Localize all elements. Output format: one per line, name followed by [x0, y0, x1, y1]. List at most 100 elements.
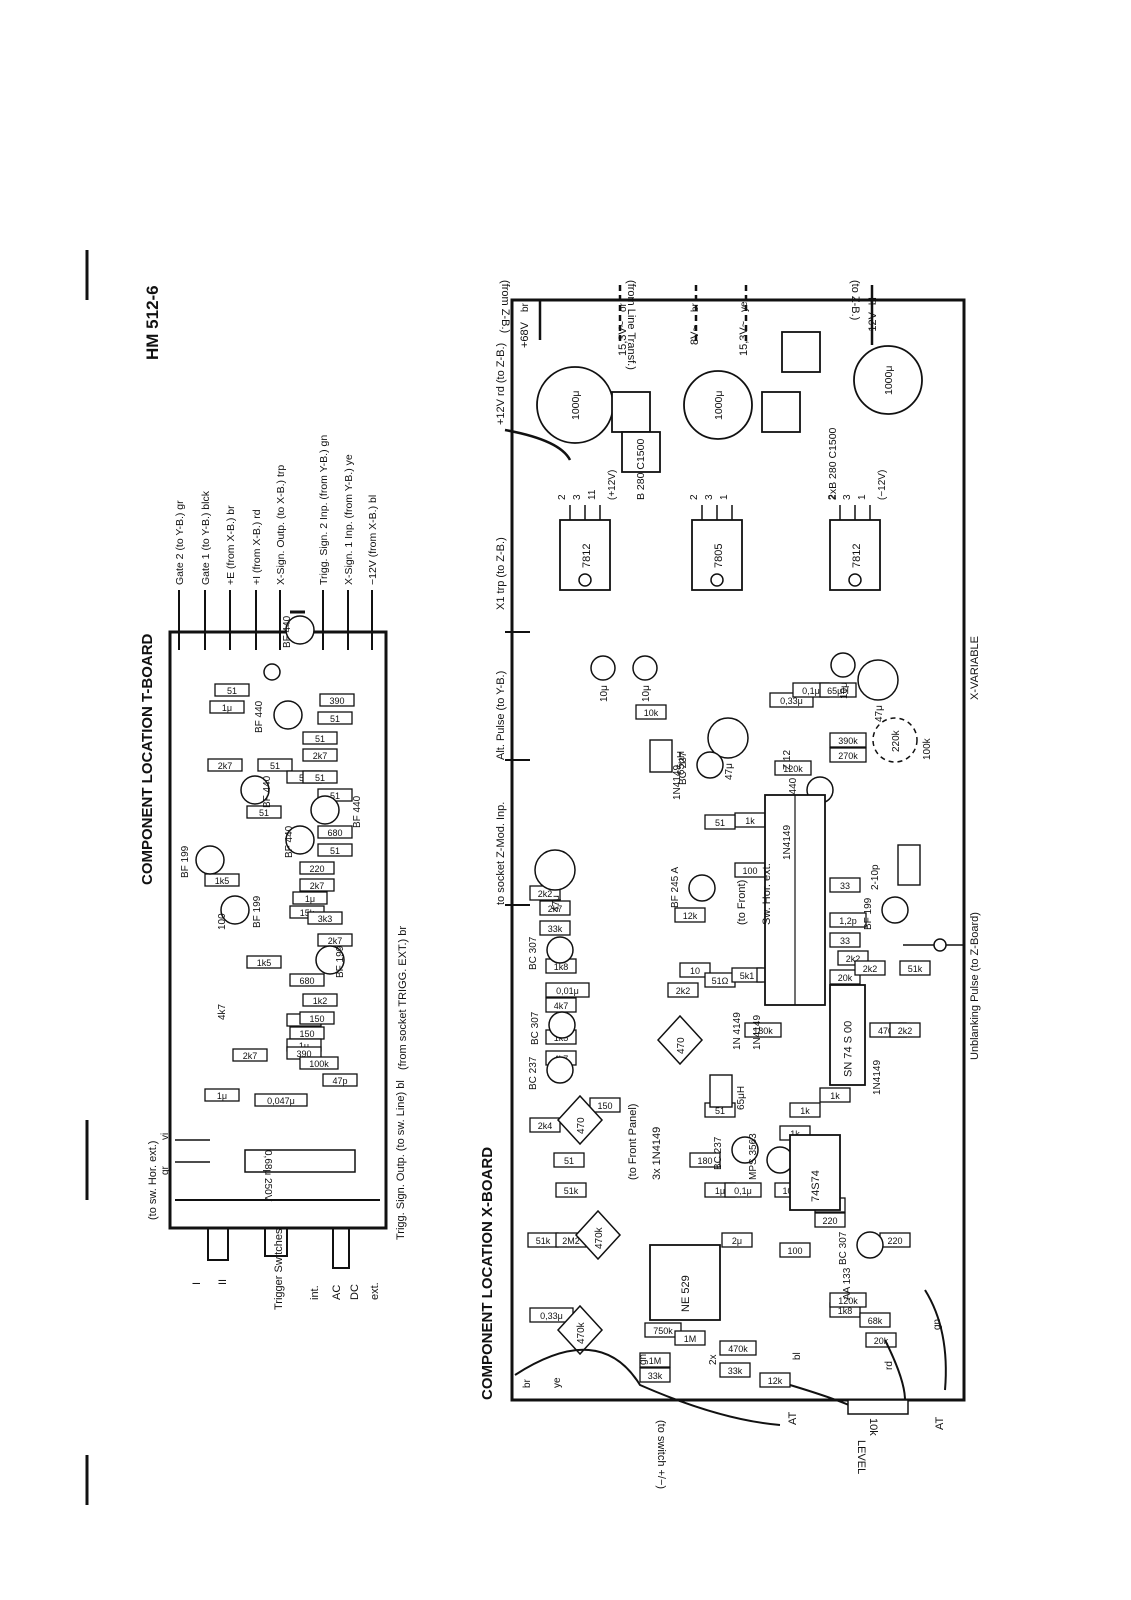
x-board-component: [545, 982, 590, 998]
x-board-edge-labels: (from Z-B.) (from Line Transf.) (to Z-B.…: [499, 280, 879, 370]
cap-068-label: 0,68μ 250V: [262, 1150, 273, 1202]
trim-pot: [556, 1094, 604, 1146]
large-cap-label: 1000μ: [883, 366, 895, 395]
x-board-component-label: 0,33μ: [780, 696, 803, 706]
x-board-component: [529, 1117, 561, 1133]
t-board-resistor-label: 390: [296, 1049, 311, 1059]
gn-label-2: gn: [932, 1319, 943, 1330]
or-label: or: [618, 302, 629, 312]
t-board-wire-label: Gate 1 (to Y-B.) blck: [200, 490, 212, 585]
x-board-component-label: 12k: [768, 1376, 783, 1386]
t-board-wire-label: X-Sign. Outp. (to X-B.) trp: [275, 465, 287, 585]
x-board-component-label: 750k: [653, 1326, 673, 1336]
x-board-component-label: 33k: [728, 1366, 743, 1376]
x-board-component: [829, 1292, 867, 1308]
diode-label: 1N 4149: [732, 1012, 743, 1050]
x-board-component-label: 51k: [908, 964, 923, 974]
trimmer-cap: [897, 844, 921, 886]
t-board-resistor: [232, 1048, 268, 1062]
regulator-note: (+12V): [607, 470, 618, 500]
x-board-component: [759, 1372, 791, 1388]
cap-label: 10μ: [839, 682, 850, 699]
alt-pulse-label: Alt. Pulse (to Y-B.): [495, 671, 507, 760]
t-board-transistor-label: BF 440: [254, 700, 265, 733]
x-variable-label: X-VARIABLE: [969, 636, 981, 700]
x-board-component-label: 0,1μ: [802, 686, 820, 696]
x-board-transistor: [696, 751, 724, 779]
x-board-component-label: 5k1: [740, 971, 755, 981]
t-board-transistor-label: BF 440: [284, 825, 295, 858]
x-board-component: [539, 900, 571, 916]
transistor-label: BC 307: [838, 1231, 849, 1265]
switch-wire: [514, 1348, 781, 1426]
x-board-component-label: 2M2: [562, 1236, 580, 1246]
to-switch-label: (to switch +/−): [655, 1420, 667, 1489]
regulator-label: 7812: [581, 544, 593, 568]
t-board-wire-label: X-Sign. 1 Inp. (from Y-B.) ye: [343, 454, 355, 585]
switch-shaft: [207, 1227, 229, 1261]
to-sw-label: (to sw. Hor. ext.): [147, 1141, 159, 1220]
t-board-resistor-label: 1k5: [215, 876, 230, 886]
x-board-component-label: 0,33μ: [540, 1311, 563, 1321]
t-board-resistor: [299, 878, 335, 892]
inductor-label: 65μH: [736, 1086, 747, 1110]
regulator-pin-label: 3: [704, 494, 715, 500]
t-board-pot-label: 4k7: [217, 1003, 228, 1020]
t-board-resistor-label: 100k: [309, 1059, 329, 1069]
x-board-bottom-labels: X1 trp (to Z-B.) +12V rd (to Z-B.) Alt. …: [495, 343, 981, 1060]
t-board-resistor-label: 680: [299, 976, 314, 986]
x-board-component-label: 1,2p: [839, 916, 857, 926]
x-board-component: [829, 912, 867, 928]
x-board-component: [674, 1330, 706, 1346]
x-board-component-label: 0,1μ: [734, 1186, 752, 1196]
ye-label-2: ye: [552, 1377, 563, 1388]
t-board-resistor: [322, 1073, 358, 1087]
t-board-transistor-label: BF 440: [282, 615, 293, 648]
regulator-label: 7812: [851, 544, 863, 568]
rd-wire: [884, 1339, 906, 1401]
t-board-transistor-label: BF 440: [262, 775, 273, 808]
pot-label: 470: [576, 1117, 587, 1134]
x-board-component-label: 1k8: [554, 962, 569, 972]
x-board-component: [819, 682, 857, 698]
x-board-component-label: 390k: [838, 736, 858, 746]
x-board-component-label: 1k: [800, 1106, 810, 1116]
t-board-test-point: [263, 663, 281, 681]
trigg-sign-outp-label: Trigg. Sign. Outp. (to sw. Line) bl: [395, 1080, 407, 1240]
diode-label: AA 133: [842, 1267, 853, 1300]
t-board-resistor-label: 51: [227, 686, 237, 696]
x-board-component-label: 65μH: [827, 686, 849, 696]
diode-label: 1N4149: [782, 825, 793, 860]
x-board-component: [555, 1182, 587, 1198]
x-board-transistor: [688, 874, 716, 902]
t-board-transistor: [285, 615, 315, 645]
bl-label-2: bl: [792, 1352, 803, 1360]
x-board-component: [859, 1312, 891, 1328]
x-board-component-label: 51: [564, 1156, 574, 1166]
vi-label: vi: [160, 1133, 171, 1140]
x-board-component: [635, 704, 667, 720]
t-board-resistor-label: 3k3: [318, 914, 333, 924]
trigger-switch-body: [264, 1227, 288, 1257]
x-board-component-label: 1M: [684, 1334, 697, 1344]
t-board-transistor-label: BF 199: [180, 845, 191, 878]
ic-label: NE 529: [680, 1275, 692, 1312]
t-board-resistor: [214, 683, 250, 697]
ext-label: ext.: [369, 1282, 381, 1300]
br2-label: br: [690, 302, 701, 312]
cap-label: 10μ: [641, 685, 652, 702]
regulator-pin-label: 2: [689, 494, 700, 500]
x-board-component: [829, 932, 861, 948]
x-board-component-label: 100: [742, 866, 757, 876]
t-board-resistor: [204, 1088, 240, 1102]
x-board-transistor: [731, 1136, 759, 1164]
x-board-component-label: 33k: [548, 924, 563, 934]
input-I-label: I: [191, 1282, 203, 1285]
regulator-pin-label: 3: [842, 494, 853, 500]
t-board-resistor-label: 1μ: [299, 1041, 309, 1051]
x-board-component-label: 51: [715, 1106, 725, 1116]
x-board-component-label: 0,01μ: [556, 986, 579, 996]
